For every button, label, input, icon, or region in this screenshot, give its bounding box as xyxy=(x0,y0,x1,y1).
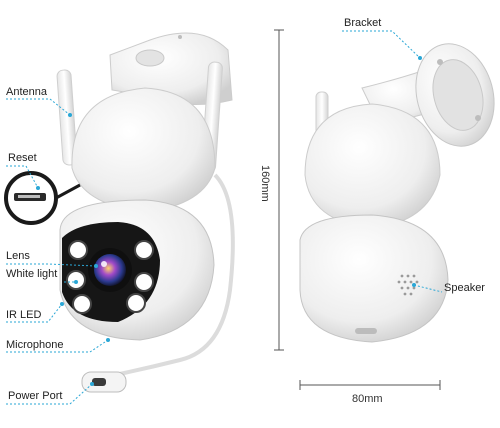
label-reset: Reset xyxy=(8,152,37,164)
label-antenna: Antenna xyxy=(6,86,47,98)
label-power-port: Power Port xyxy=(8,390,63,402)
leader-lines xyxy=(6,30,443,405)
label-speaker: Speaker xyxy=(444,282,485,294)
dimension-height: 160mm xyxy=(259,165,271,202)
speaker-grille xyxy=(397,274,419,296)
label-lens: Lens xyxy=(6,250,30,262)
antenna-left xyxy=(56,69,78,166)
front-camera xyxy=(4,32,235,393)
dimension-lines xyxy=(274,29,441,390)
label-bracket: Bracket xyxy=(344,17,382,29)
dimension-width: 80mm xyxy=(352,393,383,405)
label-microphone: Microphone xyxy=(6,339,64,351)
side-camera xyxy=(299,43,495,343)
label-white-light: White light xyxy=(6,268,58,280)
label-ir-led: IR LED xyxy=(6,309,42,321)
